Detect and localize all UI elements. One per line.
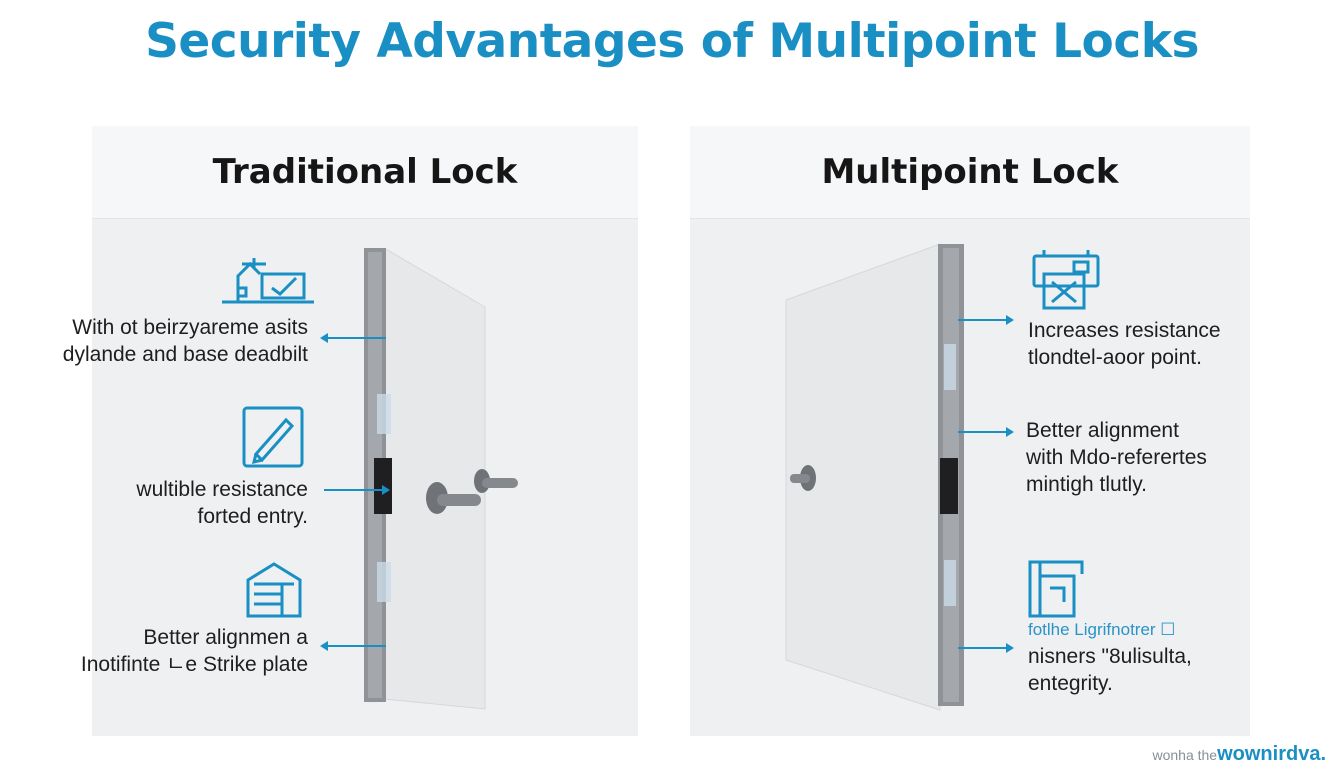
multipoint-feature-1-line2: tlondtel-aoor point. [1028, 346, 1202, 369]
door-frame-icon [1028, 560, 1084, 618]
traditional-lock-header: Traditional Lock [92, 126, 638, 219]
traditional-feature-2-line2: forted entry. [197, 505, 309, 528]
multipoint-feature-3-line3: entegrity. [1028, 672, 1113, 695]
traditional-feature-1-line2: dylande and base deadbilt [62, 343, 308, 366]
house-layers-icon [246, 562, 302, 618]
traditional-feature-3: Better alignmen a Inotifinte ㄴe Strike p… [81, 624, 308, 678]
multipoint-lock-title: Multipoint Lock [821, 152, 1119, 192]
pencil-square-icon [242, 406, 304, 468]
multipoint-feature-3-line1: fotlhe Ligrifnotrer ☐ [1028, 620, 1176, 639]
arrow-to-lock-3 [320, 641, 386, 651]
multipoint-door-illustration [785, 243, 964, 711]
watermark: wonha thewownirdva. [1152, 743, 1326, 766]
arrow-to-feature-1 [958, 315, 1014, 325]
traditional-feature-1-line1: With ot beirzyareme asits [72, 316, 308, 339]
arrow-to-lock-1 [320, 333, 386, 343]
traditional-feature-3-line2: Inotifinte ㄴe Strike plate [80, 653, 308, 676]
traditional-lock-title: Traditional Lock [212, 152, 518, 192]
door-x-icon [1032, 250, 1100, 310]
watermark-prefix: wonha the [1152, 747, 1218, 763]
multipoint-feature-1-line1: Increases resistance [1028, 319, 1221, 342]
multipoint-feature-3-line2: nisners "8ulisulta, [1028, 645, 1192, 668]
arrow-to-feature-3 [958, 643, 1014, 653]
multipoint-feature-2-line3: mintigh tlutly. [1026, 473, 1147, 496]
multipoint-feature-1: Increases resistance tlondtel-aoor point… [1028, 317, 1221, 371]
multipoint-feature-2-line2: with Mdo-referertes [1026, 446, 1207, 469]
traditional-lock-panel: Traditional Lock [63, 126, 638, 736]
watermark-brand: wownirdva. [1217, 743, 1326, 765]
multipoint-lock-header: Multipoint Lock [690, 126, 1250, 219]
arrow-to-feature-2 [958, 427, 1014, 437]
traditional-feature-2-line1: wultible resistance [136, 478, 308, 501]
page-title: Security Advantages of Multipoint Locks [145, 14, 1199, 69]
traditional-feature-3-line1: Better alignmen a [143, 626, 308, 649]
multipoint-lock-panel: Multipoint Lock [690, 126, 1250, 736]
traditional-feature-1: With ot beirzyareme asits dylande and ba… [63, 314, 308, 368]
multipoint-feature-3: fotlhe Ligrifnotrer ☐ nisners "8ulisulta… [1028, 616, 1192, 697]
house-checkmark-icon [222, 258, 314, 304]
traditional-door-illustration [364, 247, 518, 710]
arrow-to-lock-2 [324, 485, 390, 495]
traditional-feature-2: wultible resistance forted entry. [136, 476, 308, 530]
multipoint-feature-2: Better alignment with Mdo-referertes min… [1026, 417, 1207, 498]
multipoint-feature-2-line1: Better alignment [1026, 419, 1179, 442]
